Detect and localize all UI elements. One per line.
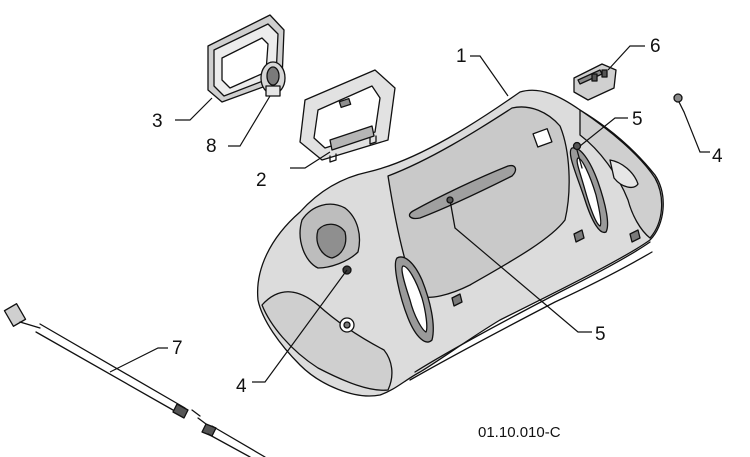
lamp-bracket [299, 69, 396, 163]
callout-7: 7 [172, 338, 183, 359]
callout-5-right: 5 [632, 109, 643, 130]
callout-6: 6 [650, 36, 661, 57]
callout-4-right: 4 [712, 146, 723, 167]
leader-lines [109, 45, 710, 383]
bulb [260, 61, 286, 97]
callout-5-center: 5 [595, 324, 606, 345]
hood-cover [256, 89, 664, 397]
callout-2: 2 [256, 170, 267, 191]
pin-center [446, 196, 456, 229]
cable [3, 303, 266, 457]
callout-4-left: 4 [236, 376, 247, 397]
reference-code: 01.10.010-C [478, 424, 561, 441]
callout-8: 8 [206, 136, 217, 157]
screw-top [673, 93, 685, 113]
callout-3: 3 [152, 111, 163, 132]
callout-1: 1 [456, 46, 467, 67]
switch [573, 63, 617, 101]
